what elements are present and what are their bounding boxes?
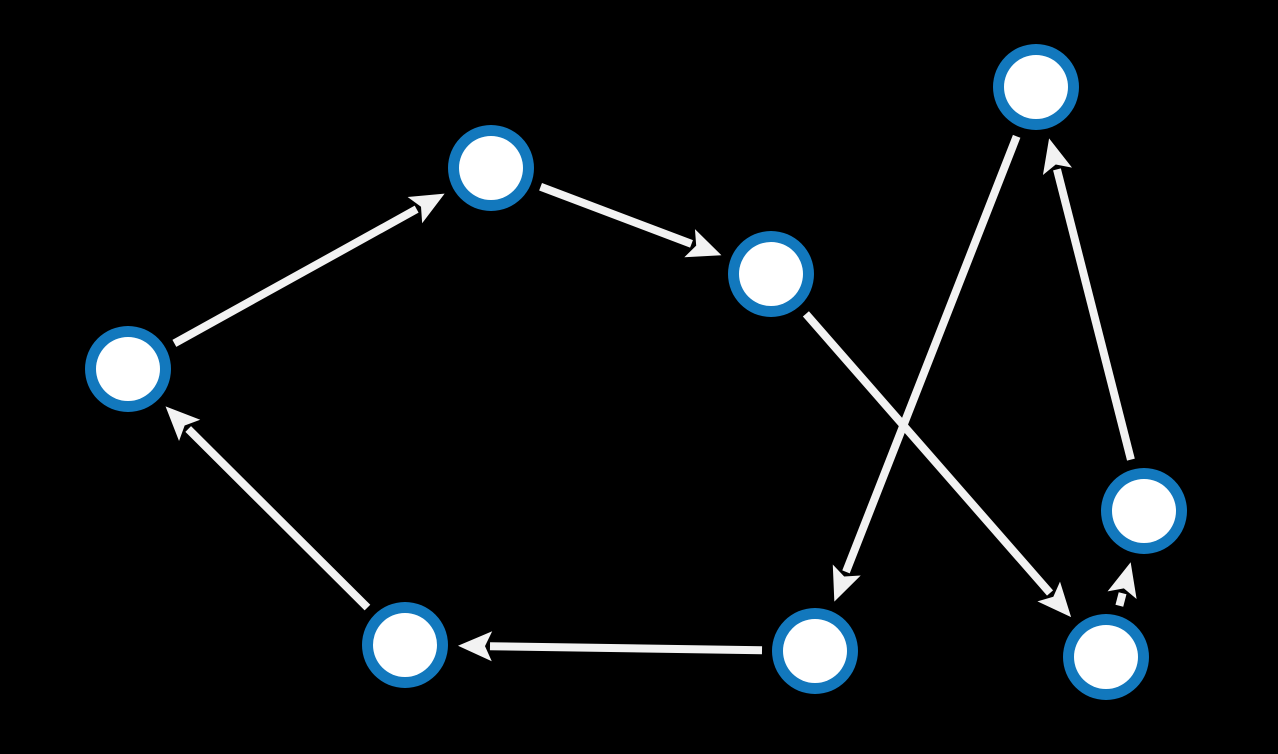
- node-core: [1112, 479, 1176, 543]
- arrowhead-icon: [1037, 581, 1072, 618]
- graph-edge[interactable]: [832, 134, 1021, 602]
- arrowhead-icon: [684, 229, 722, 258]
- graph-edge[interactable]: [165, 406, 371, 611]
- graph-node[interactable]: [728, 231, 814, 317]
- arrowhead-icon: [457, 631, 493, 662]
- node-core: [783, 619, 847, 683]
- graph-node[interactable]: [448, 125, 534, 211]
- graph-node[interactable]: [85, 326, 171, 412]
- node-core: [459, 136, 523, 200]
- arrowhead-icon: [1107, 562, 1137, 599]
- graph-edge[interactable]: [1042, 138, 1135, 461]
- graph-node[interactable]: [1063, 614, 1149, 700]
- graph-node[interactable]: [1101, 468, 1187, 554]
- node-core: [96, 337, 160, 401]
- graph-node[interactable]: [772, 608, 858, 694]
- graph-node[interactable]: [993, 44, 1079, 130]
- arrowhead-icon: [832, 564, 861, 602]
- graph-edge[interactable]: [1107, 562, 1137, 607]
- edge-layer: [165, 134, 1137, 662]
- arrowhead-icon: [407, 193, 445, 224]
- graph-edge[interactable]: [802, 311, 1072, 618]
- graph-edge[interactable]: [457, 631, 763, 662]
- node-core: [1074, 625, 1138, 689]
- node-core: [739, 242, 803, 306]
- node-core: [1004, 55, 1068, 119]
- graph-edge[interactable]: [539, 183, 722, 258]
- node-core: [373, 613, 437, 677]
- node-layer: [85, 44, 1187, 700]
- arrowhead-icon: [1042, 138, 1073, 176]
- graph-node[interactable]: [362, 602, 448, 688]
- graph-edge[interactable]: [172, 193, 445, 347]
- arrowhead-icon: [165, 406, 201, 442]
